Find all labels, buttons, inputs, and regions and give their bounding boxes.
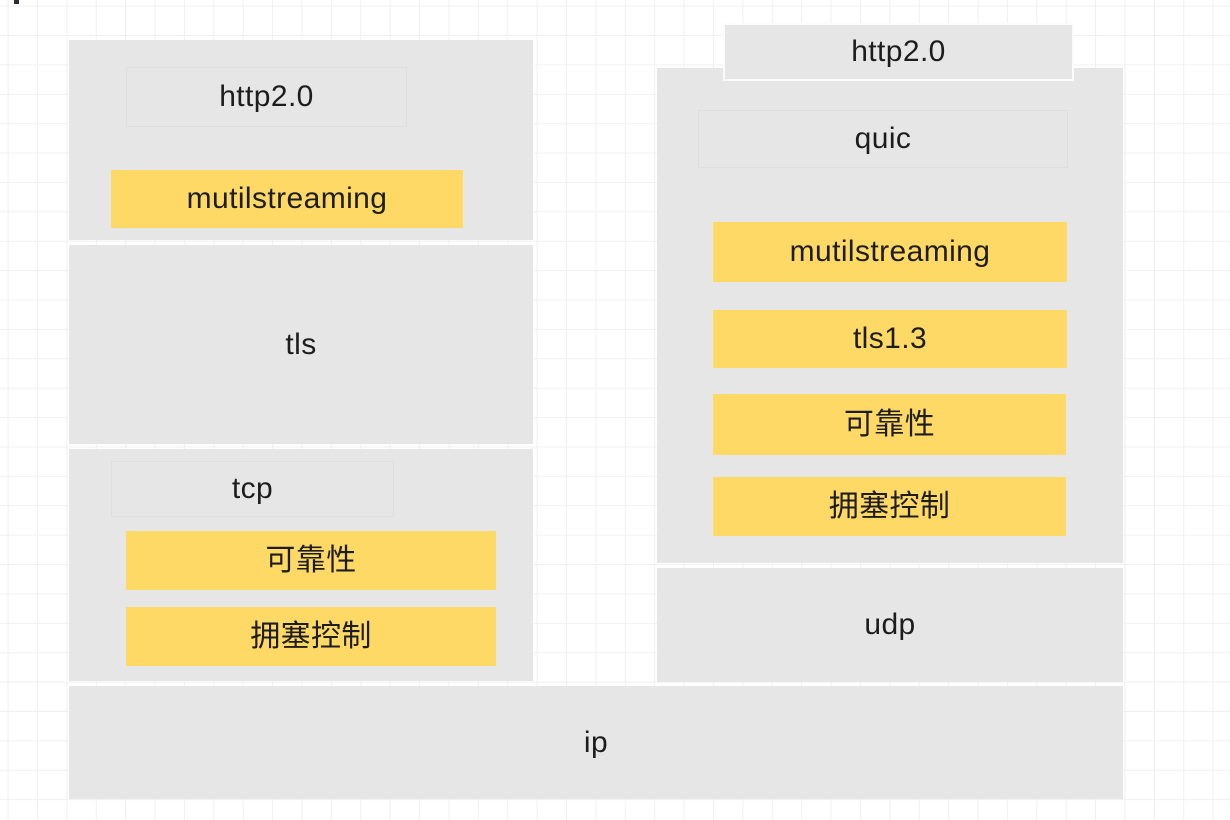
feature-label-congestion-control-left: 拥塞控制 xyxy=(250,619,372,653)
feature-box-multistreaming-left: mutilstreaming xyxy=(111,170,463,228)
layer-label-quic: quic xyxy=(854,122,912,155)
feature-box-congestion-control-right: 拥塞控制 xyxy=(713,477,1066,536)
feature-label-tls13: tls1.3 xyxy=(852,322,928,355)
artifact-speck xyxy=(14,0,19,4)
layer-label-zone-quic: quic xyxy=(698,110,1068,168)
feature-label-multistreaming-left: mutilstreaming xyxy=(186,182,388,215)
layer-label-http2-right: http2.0 xyxy=(851,35,946,68)
feature-box-tls13: tls1.3 xyxy=(713,310,1067,368)
layer-label-ip: ip xyxy=(583,725,609,759)
layer-box-http2-right: http2.0 xyxy=(723,23,1074,81)
layer-box-tls: tls xyxy=(69,245,533,444)
feature-box-reliability-right: 可靠性 xyxy=(713,394,1066,455)
layer-label-zone-tcp: tcp xyxy=(111,461,394,517)
layer-label-tls: tls xyxy=(285,327,317,361)
feature-box-reliability-left: 可靠性 xyxy=(126,531,496,590)
feature-box-congestion-control-left: 拥塞控制 xyxy=(126,607,496,666)
layer-box-ip: ip xyxy=(69,686,1123,799)
layer-label-http2-left: http2.0 xyxy=(219,80,314,113)
feature-label-multistreaming-right: mutilstreaming xyxy=(789,235,991,268)
layer-label-tcp: tcp xyxy=(231,472,274,505)
feature-box-multistreaming-right: mutilstreaming xyxy=(713,222,1067,282)
layer-label-zone-http2-left: http2.0 xyxy=(126,67,407,127)
feature-label-reliability-right: 可靠性 xyxy=(843,407,936,441)
feature-label-congestion-control-right: 拥塞控制 xyxy=(828,489,951,523)
feature-label-reliability-left: 可靠性 xyxy=(265,543,357,577)
layer-box-udp: udp xyxy=(657,568,1123,682)
layer-label-udp: udp xyxy=(864,608,916,641)
